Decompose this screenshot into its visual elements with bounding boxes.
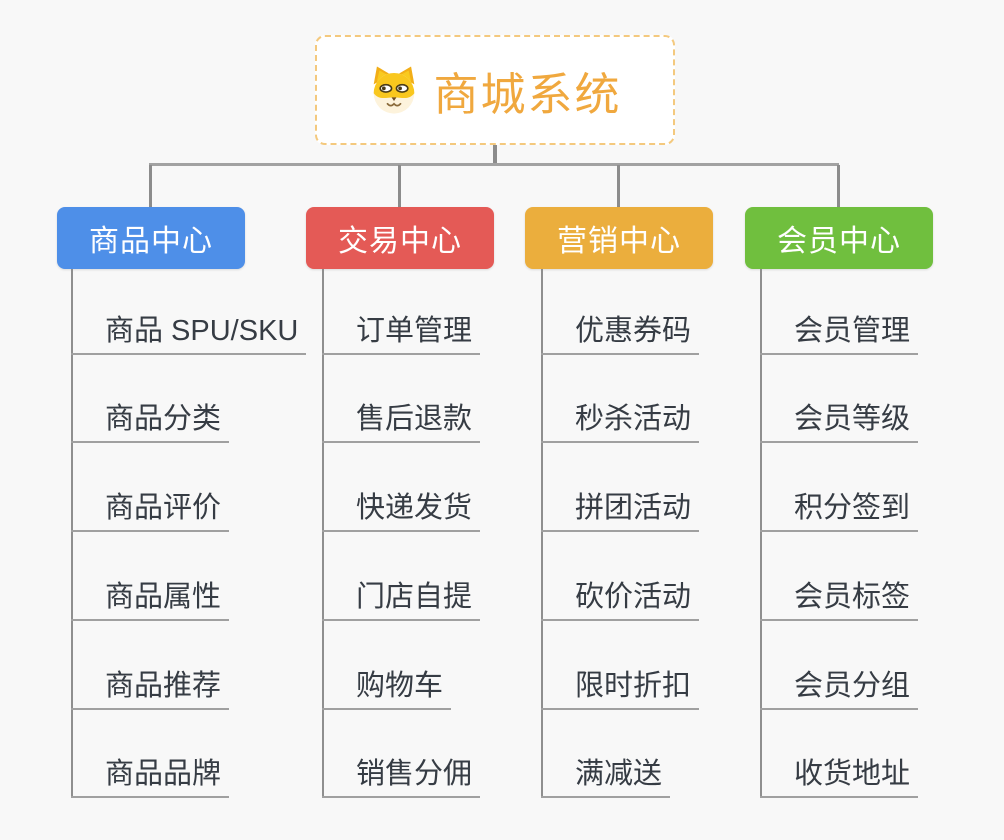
sub-topic[interactable]: 商品属性 <box>71 580 230 621</box>
connector-drop <box>837 165 840 207</box>
sub-topic[interactable]: 商品分类 <box>71 402 230 443</box>
branch-topic-product[interactable]: 商品中心 <box>57 207 245 269</box>
sub-topic[interactable]: 满减送 <box>541 757 671 798</box>
branch-children-product: 商品 SPU/SKU 商品分类 商品评价 商品属性 商品推荐 商品品牌 <box>71 269 321 800</box>
branch-topic-member[interactable]: 会员中心 <box>745 207 933 269</box>
branch-topic-marketing[interactable]: 营销中心 <box>525 207 713 269</box>
branch-children-marketing: 优惠券码 秒杀活动 拼团活动 砍价活动 限时折扣 满减送 <box>541 269 791 800</box>
connector-drop <box>617 165 620 207</box>
connector-drop <box>398 165 401 207</box>
sub-topic[interactable]: 订单管理 <box>322 314 481 355</box>
sub-topic[interactable]: 会员分组 <box>760 669 919 710</box>
connector-root-stem <box>493 145 497 165</box>
connector-horizontal-bar <box>149 163 839 166</box>
branch-children-member: 会员管理 会员等级 积分签到 会员标签 会员分组 收货地址 <box>760 269 1004 800</box>
sub-topic[interactable]: 商品评价 <box>71 491 230 532</box>
sub-topic[interactable]: 快递发货 <box>322 491 481 532</box>
sub-topic[interactable]: 会员标签 <box>760 580 919 621</box>
sub-topic[interactable]: 积分签到 <box>760 491 919 532</box>
sub-topic[interactable]: 会员等级 <box>760 402 919 443</box>
sub-topic[interactable]: 商品 SPU/SKU <box>71 314 307 355</box>
root-topic[interactable]: 商城系统 <box>315 35 675 145</box>
connector-vertical <box>760 269 762 798</box>
sub-topic[interactable]: 商品推荐 <box>71 669 230 710</box>
branch-label: 商品中心 <box>89 225 213 258</box>
branch-label: 交易中心 <box>338 225 462 258</box>
connector-drop <box>149 165 152 207</box>
sub-topic[interactable]: 秒杀活动 <box>541 402 700 443</box>
branch-label: 会员中心 <box>777 225 901 258</box>
sub-topic[interactable]: 门店自提 <box>322 580 481 621</box>
branch-label: 营销中心 <box>557 225 681 258</box>
connector-vertical <box>322 269 324 798</box>
sub-topic[interactable]: 拼团活动 <box>541 491 700 532</box>
dog-face-icon <box>374 66 415 114</box>
sub-topic[interactable]: 售后退款 <box>322 402 481 443</box>
branch-children-trade: 订单管理 售后退款 快递发货 门店自提 购物车 销售分佣 <box>322 269 572 800</box>
sub-topic[interactable]: 购物车 <box>322 669 452 710</box>
sub-topic[interactable]: 销售分佣 <box>322 757 481 798</box>
connector-vertical <box>541 269 543 798</box>
sub-topic[interactable]: 会员管理 <box>760 314 919 355</box>
sub-topic[interactable]: 优惠券码 <box>541 314 700 355</box>
sub-topic[interactable]: 限时折扣 <box>541 669 700 710</box>
sub-topic[interactable]: 收货地址 <box>760 757 919 798</box>
sub-topic[interactable]: 砍价活动 <box>541 580 700 621</box>
branch-topic-trade[interactable]: 交易中心 <box>306 207 494 269</box>
sub-topic[interactable]: 商品品牌 <box>71 757 230 798</box>
connector-vertical <box>71 269 73 798</box>
root-topic-label: 商城系统 <box>433 68 622 120</box>
